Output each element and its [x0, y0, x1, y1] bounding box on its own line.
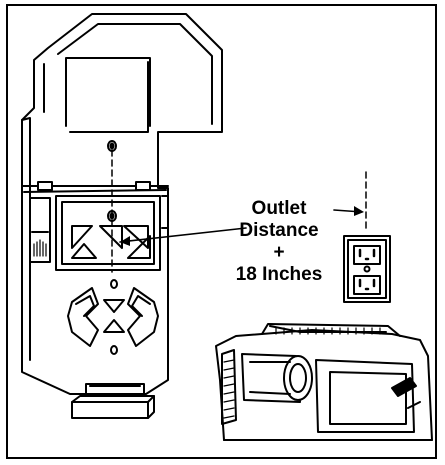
- distance-arrow: [119, 227, 247, 246]
- label-line-inches: 18 Inches: [235, 264, 323, 285]
- machine-body: [215, 323, 433, 441]
- label-line-distance: Distance: [239, 220, 319, 241]
- outlet-distance-label: Outlet Distance + 18 Inches: [214, 198, 344, 286]
- label-line-outlet: Outlet: [251, 198, 307, 219]
- label-line-plus: +: [273, 242, 285, 263]
- wall-bracket: [21, 13, 223, 419]
- outlet-guide: [333, 171, 367, 233]
- wall-outlet: [343, 235, 391, 303]
